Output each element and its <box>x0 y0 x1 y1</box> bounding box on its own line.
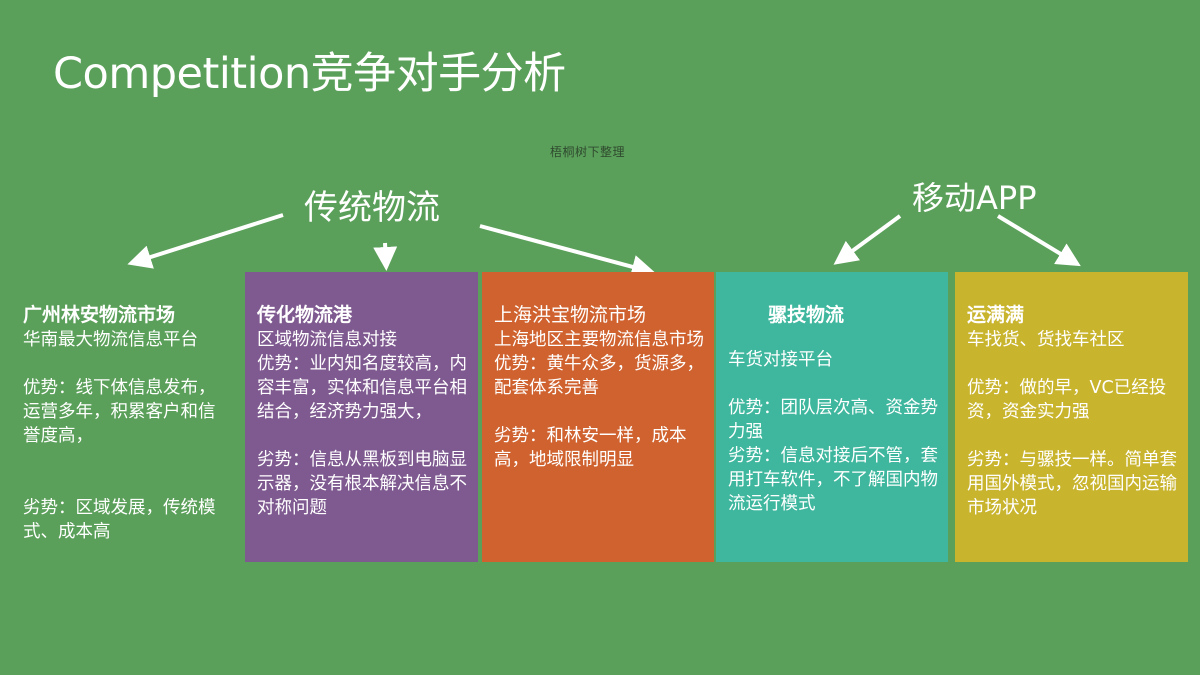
arrow-icon <box>127 213 284 269</box>
category-label-mobile-app: 移动APP <box>912 179 1037 217</box>
competitor-name: 上海洪宝物流市场 <box>494 304 647 326</box>
competitor-pros: 优势：线下体信息发布，运营多年，积累客户和信誉度高， <box>23 378 216 446</box>
competitor-name: 广州林安物流市场 <box>23 304 176 326</box>
slide-title: Competition竞争对手分析 <box>53 49 566 99</box>
competitor-desc: 车找货、货找车社区 <box>967 330 1125 350</box>
competitor-pros: 优势：团队层次高、资金势力强 <box>728 398 938 442</box>
competitor-desc: 上海地区主要物流信息市场 <box>494 330 704 350</box>
competitor-card-linan: 广州林安物流市场 华南最大物流信息平台 优势：线下体信息发布，运营多年，积累客户… <box>12 272 240 562</box>
category-label-traditional: 传统物流 <box>304 188 440 228</box>
competitor-desc: 华南最大物流信息平台 <box>23 330 198 350</box>
competitor-name: 运满满 <box>967 304 1025 326</box>
competitor-desc: 车货对接平台 <box>728 350 833 370</box>
competitor-card-transfar: 传化物流港 区域物流信息对接 优势：业内知名度较高，内容丰富，实体和信息平台相结… <box>245 272 478 562</box>
arrow-icon <box>479 224 656 279</box>
competitor-desc: 区域物流信息对接 <box>257 330 397 350</box>
arrow-icon <box>833 214 902 265</box>
arrow-icon <box>373 242 398 271</box>
author-note: 梧桐树下整理 <box>550 145 626 159</box>
competitor-pros: 优势：黄牛众多，货源多，配套体系完善 <box>494 354 704 398</box>
competitor-card-luoji: 骡技物流 车货对接平台 优势：团队层次高、资金势力强 劣势：信息对接后不管，套用… <box>716 272 948 562</box>
competitor-name: 传化物流港 <box>257 304 353 326</box>
competitor-cons: 劣势：信息从黑板到电脑显示器，没有根本解决信息不对称问题 <box>257 450 467 518</box>
competitor-pros: 优势：业内知名度较高，内容丰富，实体和信息平台相结合，经济势力强大， <box>257 354 467 422</box>
arrow-icon <box>996 214 1081 267</box>
competitor-cons: 劣势：区域发展，传统模式、成本高 <box>23 498 216 542</box>
competitor-card-yunmanman: 运满满 车找货、货找车社区 优势：做的早，VC已经投资，资金实力强 劣势：与骡技… <box>955 272 1188 562</box>
competitor-cons: 劣势：与骡技一样。简单套用国外模式，忽视国内运输市场状况 <box>967 450 1177 518</box>
competitor-cons: 劣势：信息对接后不管，套用打车软件，不了解国内物流运行模式 <box>728 446 938 514</box>
competitor-cons: 劣势：和林安一样，成本高，地域限制明显 <box>494 426 687 470</box>
competitor-name: 骡技物流 <box>768 304 845 326</box>
competitor-pros: 优势：做的早，VC已经投资，资金实力强 <box>967 378 1167 422</box>
competitor-card-hongbao: 上海洪宝物流市场 上海地区主要物流信息市场 优势：黄牛众多，货源多，配套体系完善… <box>482 272 714 562</box>
